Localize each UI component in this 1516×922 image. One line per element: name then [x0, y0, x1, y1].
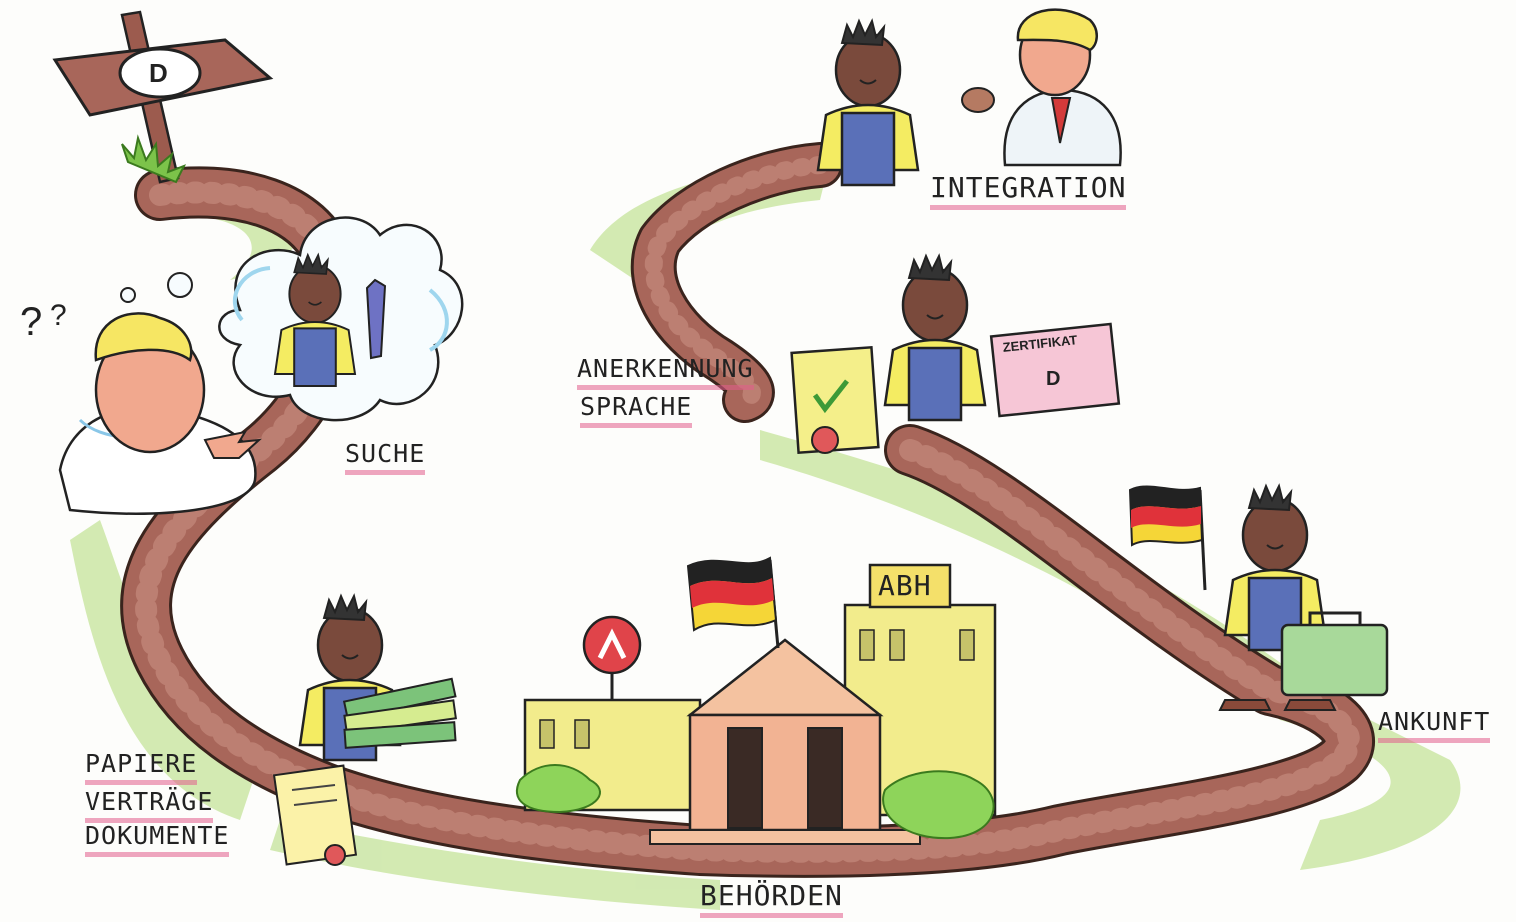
authorities-buildings [515, 556, 997, 845]
building-sign: ABH [878, 569, 932, 602]
label-vertraege: VERTRÄGE [85, 787, 214, 823]
label-behoerden: BEHÖRDEN [700, 879, 843, 919]
worker-with-papers [272, 594, 457, 866]
thinking-employer: ? ? [20, 299, 262, 515]
arriving-worker [1128, 484, 1389, 711]
svg-text:?: ? [20, 300, 42, 344]
signpost-d-badge [118, 47, 202, 99]
thought-cloud [120, 216, 464, 422]
signpost-letter: D [149, 58, 168, 88]
label-integration: INTEGRATION [930, 171, 1127, 211]
label-ankunft: ANKUNFT [1378, 707, 1491, 743]
worker-with-certificates [790, 254, 1121, 455]
label-dokumente: DOKUMENTE [85, 821, 230, 857]
certificate-letter: D [1046, 368, 1061, 390]
label-papiere: PAPIERE [85, 749, 198, 785]
integration-handshake [816, 8, 1122, 187]
svg-text:?: ? [50, 299, 67, 332]
label-suche: SUCHE [345, 439, 426, 475]
label-sprache: SPRACHE [580, 392, 693, 428]
label-anerkennung: ANERKENNUNG [577, 354, 754, 390]
